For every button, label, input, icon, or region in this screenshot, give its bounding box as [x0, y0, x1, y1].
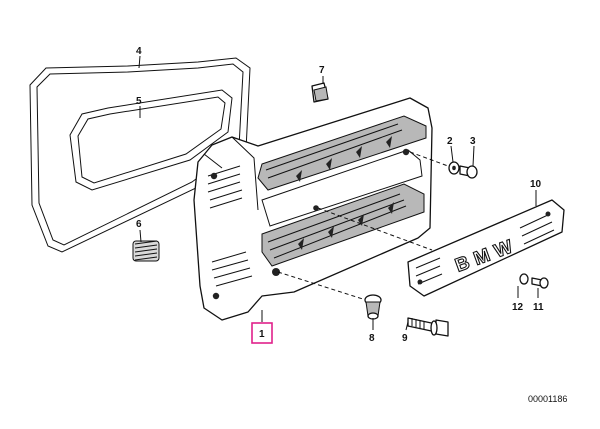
label-part-11: 11	[533, 302, 544, 313]
label-part-4: 4	[136, 46, 142, 57]
label-part-1: 1	[259, 329, 265, 340]
cylinder-head-cover	[193, 97, 433, 321]
part-labels: 4 5 6 7 2 3 10 1 8 9 12 11	[136, 46, 544, 344]
leader-lines	[138, 55, 539, 331]
highlight-box-part-1	[251, 322, 273, 344]
cover-screw	[531, 277, 549, 289]
label-part-7: 7	[319, 65, 325, 76]
inner-gasket	[69, 89, 233, 191]
label-part-2: 2	[447, 136, 453, 147]
cap	[311, 82, 329, 103]
label-part-8: 8	[369, 333, 375, 344]
washer	[448, 161, 460, 175]
rubber-bushing	[364, 294, 382, 320]
label-part-3: 3	[470, 136, 476, 147]
assembly-lines	[277, 151, 449, 301]
bolt	[407, 317, 449, 337]
drawing-number: 00001186	[528, 394, 567, 404]
label-part-12: 12	[512, 302, 524, 313]
label-part-10: 10	[530, 179, 542, 190]
spring	[132, 240, 160, 262]
label-part-6: 6	[136, 219, 142, 230]
label-part-9: 9	[402, 333, 408, 344]
screw	[459, 165, 478, 179]
label-part-5: 5	[136, 96, 142, 107]
cover-washer	[519, 273, 529, 285]
outer-gasket	[29, 57, 251, 253]
